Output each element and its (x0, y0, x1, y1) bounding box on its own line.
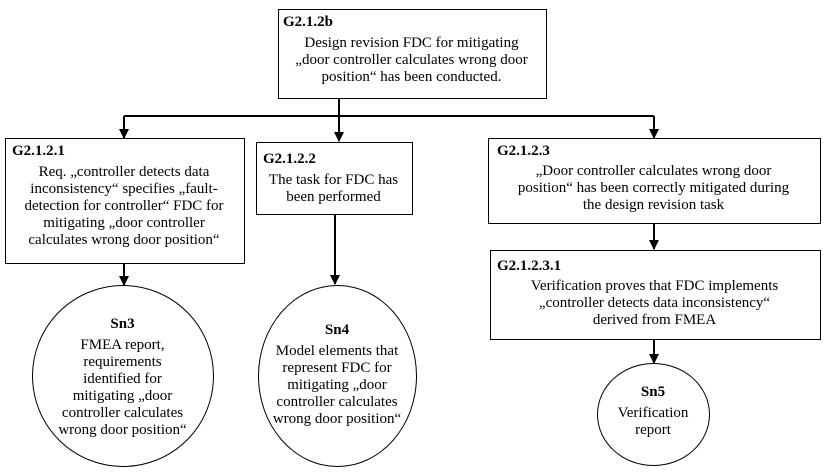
goal-id: G2.1.2.2 (263, 151, 316, 167)
goal-text: Req. „controller detects data inconsiste… (24, 164, 224, 248)
solution-sn5: Sn5 Verification report (597, 363, 710, 466)
goal-id: G2.1.2.3.1 (497, 258, 562, 274)
goal-text: The task for FDC has been performed (268, 172, 399, 205)
goal-text: „Door controller calculates wrong door p… (517, 163, 790, 213)
solution-id: Sn3 (110, 316, 135, 332)
solution-sn4: Sn4 Model elements that represent FDC fo… (258, 285, 417, 467)
solution-text: Verification report (617, 405, 689, 438)
goal-id: G2.1.2b (283, 14, 334, 30)
goal-g2-1-2b: G2.1.2b Design revision FDC for mitigati… (278, 9, 547, 99)
goal-id: G2.1.2.1 (12, 143, 65, 159)
goal-g2-1-2-2: G2.1.2.2 The task for FDC has been perfo… (256, 142, 413, 215)
goal-text: Design revision FDC for mitigating „door… (295, 35, 528, 85)
solution-id: Sn4 (324, 322, 350, 338)
goal-g2-1-2-1: G2.1.2.1 Req. „controller detects data i… (5, 138, 245, 264)
solution-sn3: Sn3 FMEA report, requirements identified… (32, 285, 214, 467)
solution-text: FMEA report, requirements identified for… (58, 337, 187, 438)
solution-text: Model elements that represent FDC for mi… (272, 343, 402, 427)
goal-g2-1-2-3-1: G2.1.2.3.1 Verification proves that FDC … (490, 250, 821, 340)
goal-g2-1-2-3: G2.1.2.3 „Door controller calculates wro… (488, 138, 821, 224)
solution-id: Sn5 (640, 384, 666, 400)
goal-id: G2.1.2.3 (497, 143, 550, 159)
goal-text: Verification proves that FDC implements … (530, 278, 779, 328)
